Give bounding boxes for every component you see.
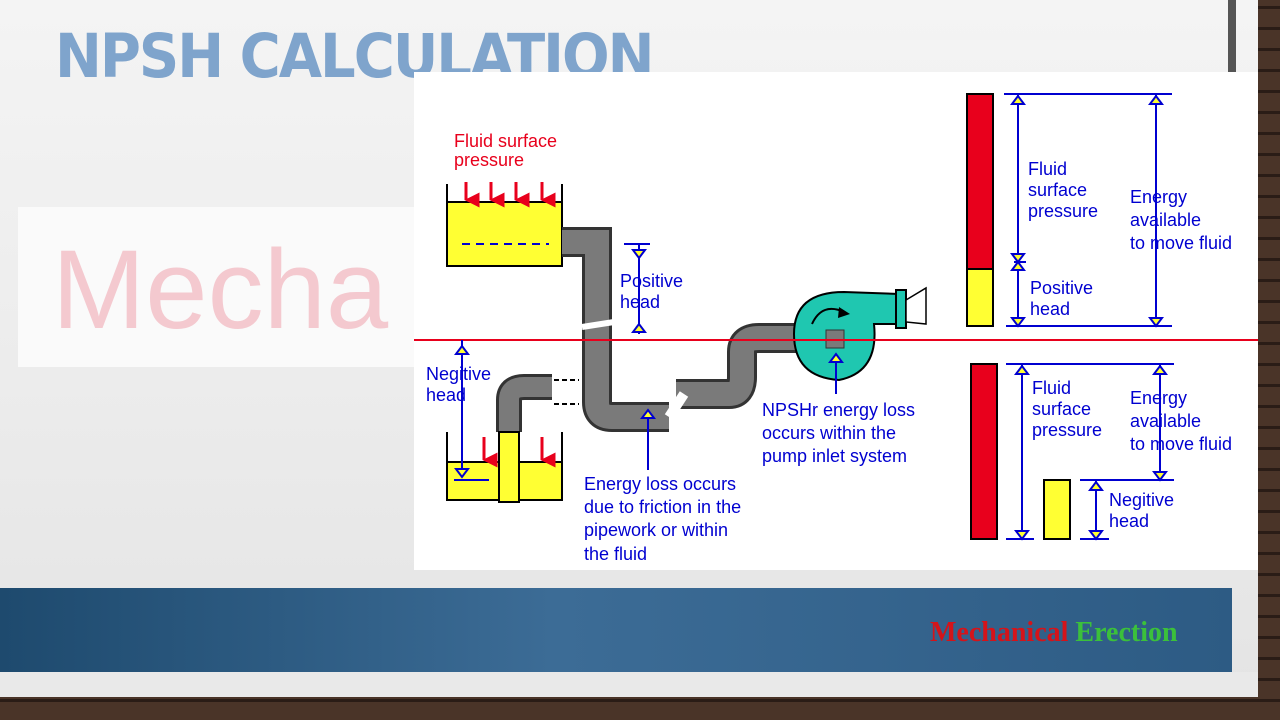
label-fluid-surface-pressure-1: Fluid surface bbox=[454, 131, 557, 151]
bottom-energy-2: available bbox=[1130, 411, 1201, 431]
lower-pressure-arrows bbox=[482, 437, 556, 468]
top-bar-dimensions bbox=[1004, 93, 1172, 328]
footer-strip bbox=[0, 672, 1258, 697]
upper-pipe bbox=[562, 227, 669, 432]
label-negitive-head-2: head bbox=[426, 385, 466, 405]
bottom-neg-1: Negitive bbox=[1109, 490, 1174, 510]
lower-tank bbox=[446, 431, 563, 503]
upper-tank bbox=[446, 184, 563, 267]
positive-head-marker bbox=[624, 243, 650, 334]
top-pos-1: Positive bbox=[1030, 278, 1093, 298]
label-friction-3: pipework or within bbox=[584, 520, 728, 540]
label-friction-1: Energy loss occurs bbox=[584, 474, 736, 494]
footer-brand: Mechanical Erection bbox=[930, 617, 1178, 649]
bottom-fsp-2: surface bbox=[1032, 399, 1091, 419]
top-energy-2: available bbox=[1130, 210, 1201, 230]
footer-brand-part1: Mechanical bbox=[930, 617, 1069, 648]
label-positive-head-2: head bbox=[620, 292, 660, 312]
bottom-bar-dimensions bbox=[1006, 363, 1174, 541]
footer-bar bbox=[0, 588, 1232, 672]
label-friction-2: due to friction in the bbox=[584, 497, 741, 517]
label-positive-head-1: Positive bbox=[620, 271, 683, 291]
bottom-fsp-3: pressure bbox=[1032, 420, 1102, 440]
label-npshr-1: NPSHr energy loss bbox=[762, 400, 915, 420]
label-fluid-surface-pressure-2: pressure bbox=[454, 150, 524, 170]
top-energy-bar bbox=[966, 93, 994, 327]
watermark-box bbox=[18, 207, 418, 367]
slide-edge-bar bbox=[1228, 0, 1236, 72]
top-energy-1: Energy bbox=[1130, 187, 1187, 207]
npsh-diagram: Fluid surface pressure bbox=[414, 93, 1258, 564]
label-negitive-head-1: Negitive bbox=[426, 364, 491, 384]
top-fsp-1: Fluid bbox=[1028, 159, 1067, 179]
bottom-neg-2: head bbox=[1109, 511, 1149, 531]
centrifugal-pump bbox=[792, 286, 927, 382]
top-pos-2: head bbox=[1030, 299, 1070, 319]
suction-pipe bbox=[496, 374, 579, 432]
pipe-break-1 bbox=[581, 319, 615, 330]
top-energy-3: to move fluid bbox=[1130, 233, 1232, 253]
friction-pointer bbox=[640, 408, 656, 470]
negitive-head-marker bbox=[454, 340, 470, 479]
bottom-energy-1: Energy bbox=[1130, 388, 1187, 408]
footer-brand-part2: Erection bbox=[1075, 617, 1178, 648]
label-friction-4: the fluid bbox=[584, 544, 647, 564]
watermark-text: Mecha bbox=[52, 227, 389, 352]
bottom-fsp-1: Fluid bbox=[1032, 378, 1071, 398]
lower-pipe bbox=[664, 323, 844, 420]
top-fsp-3: pressure bbox=[1028, 201, 1098, 221]
bottom-energy-bar bbox=[970, 363, 1071, 540]
label-npshr-2: occurs within the bbox=[762, 423, 896, 443]
surface-pressure-arrows bbox=[464, 182, 556, 208]
bottom-energy-3: to move fluid bbox=[1130, 434, 1232, 454]
npshr-pointer bbox=[828, 352, 844, 394]
label-npshr-3: pump inlet system bbox=[762, 446, 907, 466]
top-fsp-2: surface bbox=[1028, 180, 1087, 200]
